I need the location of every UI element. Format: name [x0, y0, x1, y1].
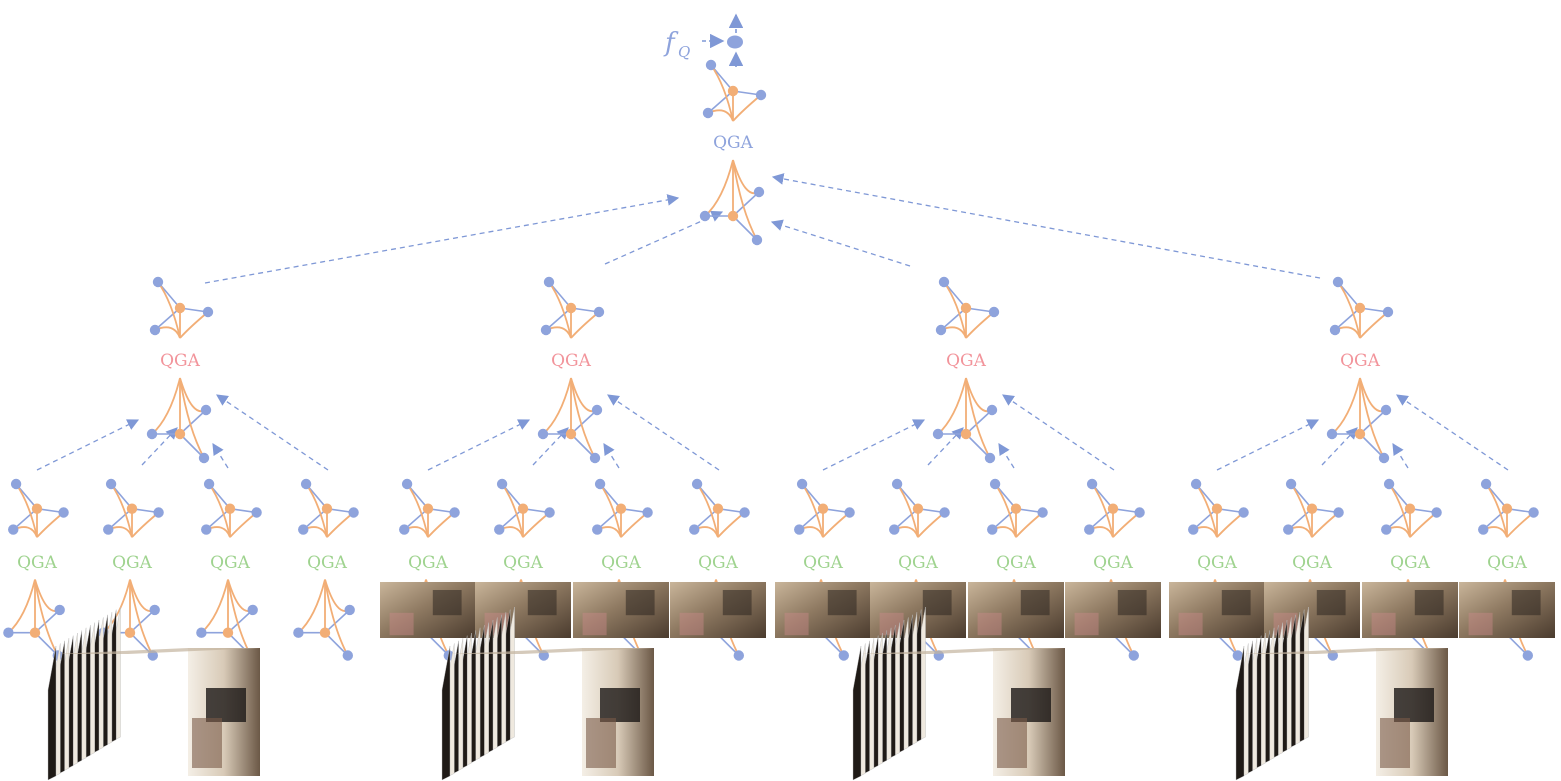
- mid-lower-graph-3: [932, 377, 998, 464]
- output-node-dot: [727, 35, 743, 49]
- arrow-low-5-mid: [427, 419, 531, 471]
- low-qga-label-9: QGA: [803, 553, 844, 573]
- low-qga-label-14: QGA: [1292, 553, 1333, 573]
- top-upper-graph: [702, 59, 767, 122]
- low-qga-label-8: QGA: [698, 553, 739, 573]
- mid-upper-graph-4: [1329, 276, 1394, 339]
- video-clip-stack-2: [441, 606, 654, 781]
- low-upper-graph-5: [399, 478, 460, 538]
- frames-layer: [47, 582, 1555, 781]
- low-qga-label-13: QGA: [1197, 553, 1238, 573]
- mid-qga-label-3: QGA: [946, 351, 987, 371]
- low-upper-graph-9: [794, 478, 855, 538]
- low-upper-graph-16: [1478, 478, 1539, 538]
- low-qga-label-3: QGA: [210, 553, 251, 573]
- mid-qga-label-4: QGA: [1340, 351, 1381, 371]
- top-qga-label: QGA: [713, 133, 754, 153]
- low-qga-label-5: QGA: [408, 553, 449, 573]
- mid-upper-graph-1: [149, 276, 214, 339]
- low-upper-graph-4: [298, 478, 359, 538]
- low-upper-graph-6: [494, 478, 555, 538]
- low-upper-graph-10: [889, 478, 950, 538]
- arrow-low-1-mid: [36, 419, 140, 471]
- arrow-low-13-mid: [1216, 419, 1320, 471]
- low-qga-label-7: QGA: [601, 553, 642, 573]
- low-qga-label-4: QGA: [307, 553, 348, 573]
- mid-upper-graph-3: [935, 276, 1000, 339]
- arrow-low-4-mid: [216, 394, 329, 471]
- mid-qga-label-1: QGA: [160, 351, 201, 371]
- video-clip-stack-4: [1235, 606, 1448, 781]
- output-subscript: Q: [678, 43, 690, 61]
- low-upper-graph-14: [1283, 478, 1344, 538]
- mid-upper-graph-2: [540, 276, 605, 339]
- mid-qga-label-2: QGA: [551, 351, 592, 371]
- low-upper-graph-12: [1084, 478, 1145, 538]
- low-upper-graph-2: [103, 478, 164, 538]
- arrow-mid2-top: [604, 210, 724, 265]
- video-clip-stack-3: [852, 606, 1065, 781]
- low-qga-label-11: QGA: [996, 553, 1037, 573]
- top-lower-graph: [699, 159, 765, 246]
- low-lower-graph-1: [3, 579, 65, 661]
- low-upper-graph-7: [592, 478, 653, 538]
- arrow-mid4-top: [771, 173, 1321, 279]
- arrow-low-7-mid: [603, 443, 620, 469]
- low-upper-graph-3: [201, 478, 262, 538]
- low-qga-label-10: QGA: [898, 553, 939, 573]
- low-qga-label-2: QGA: [112, 553, 153, 573]
- labels-layer: QGA QGA QGA QGA QGA QGA QGA QGA QGA QGA QGA QGA QGA Q…: [17, 133, 1528, 573]
- mid-lower-graph-2: [537, 377, 603, 464]
- low-upper-graph-8: [689, 478, 750, 538]
- mid-lower-graph-1: [146, 377, 212, 464]
- low-qga-label-12: QGA: [1093, 553, 1134, 573]
- arrow-low-3-mid: [212, 443, 229, 469]
- low-upper-graph-1: [8, 478, 69, 538]
- arrows-layer: [36, 173, 1509, 471]
- arrow-low-9-mid: [822, 419, 926, 471]
- arrow-mid1-top: [204, 194, 680, 284]
- output-symbol: f: [663, 28, 679, 58]
- low-qga-label-15: QGA: [1390, 553, 1431, 573]
- low-qga-label-16: QGA: [1487, 553, 1528, 573]
- arrow-mid3-top: [770, 219, 911, 267]
- arrow-low-16-mid: [1396, 394, 1509, 471]
- low-qga-label-6: QGA: [503, 553, 544, 573]
- low-qga-label-1: QGA: [17, 553, 58, 573]
- arrow-low-8-mid: [607, 394, 720, 471]
- arrow-low-15-mid: [1392, 443, 1409, 469]
- mid-lower-graph-4: [1326, 377, 1392, 464]
- video-clip-stack-1: [47, 606, 260, 781]
- arrow-low-12-mid: [1002, 394, 1115, 471]
- low-upper-graph-13: [1188, 478, 1249, 538]
- arrow-low-11-mid: [998, 443, 1015, 469]
- output-node: f Q: [663, 13, 744, 67]
- low-lower-graph-4: [293, 579, 355, 661]
- low-upper-graph-11: [987, 478, 1048, 538]
- low-upper-graph-15: [1381, 478, 1442, 538]
